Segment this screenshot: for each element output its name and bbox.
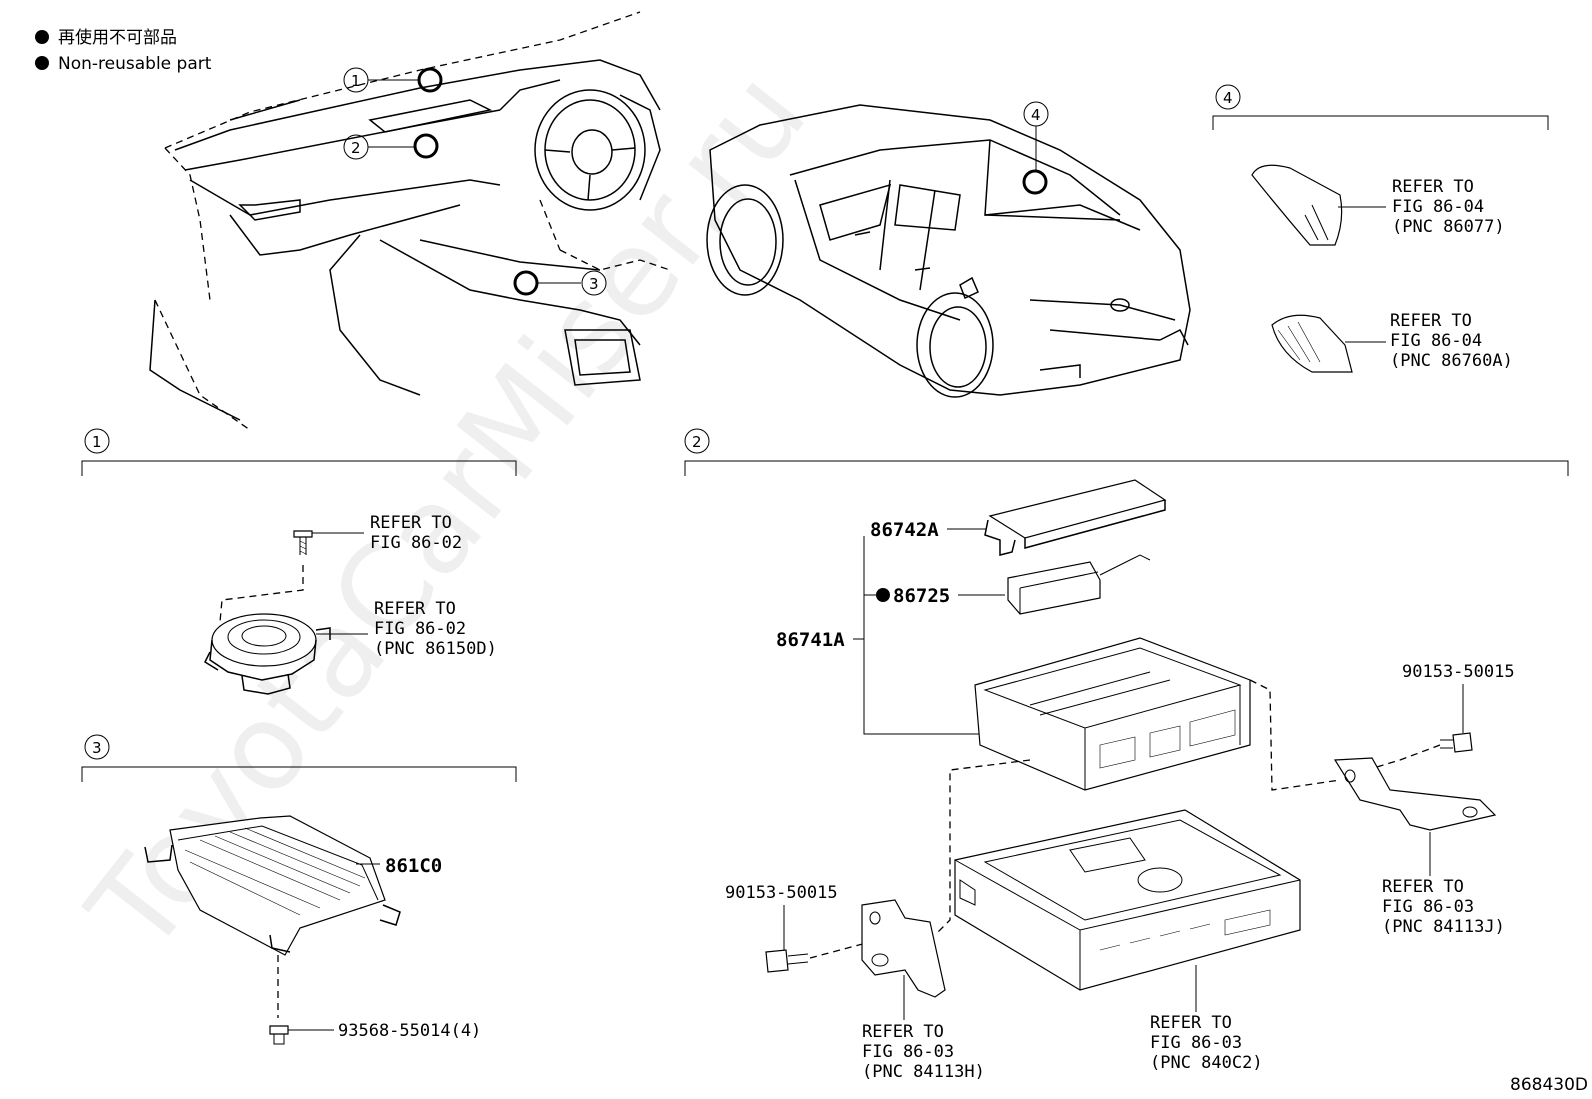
ref-unit-line1: REFER TO [1150,1013,1232,1033]
section-2-number: 2 [692,433,702,451]
section-2: 2 86742A 86725 86741A 90153-50015 [684,428,1569,1082]
section-4-number: 4 [1223,89,1233,107]
bolt-icon [1452,732,1473,753]
section-1-number: 1 [92,433,102,451]
part-number-bolt-left: 90153-50015 [725,883,838,903]
figure-id: 868430D [1510,1075,1588,1095]
section-3-bracket [81,766,517,782]
screw-icon [269,1025,289,1035]
section-4: 4 REFER TO FIG 86-04 (PNC 86077) REFER T… [1212,84,1549,373]
section-3-number: 3 [92,739,102,757]
bracket-left [861,899,946,998]
part-number-86725: 86725 [893,585,950,607]
non-reusable-bullet-icon [35,30,49,44]
location-marker-3 [513,270,539,296]
ref-speaker-line3: (PNC 86150D) [374,639,497,659]
callout-2-label: 2 [351,139,361,157]
section-1: 1 REFER TO FIG 86-02 REFER TO FIG 86-02 … [81,428,517,695]
legend: 再使用不可部品 Non-reusable part [35,27,212,74]
part-number-86742A: 86742A [870,519,939,541]
car-overview-drawing [706,104,1191,398]
section-4-bracket [1212,115,1549,130]
dashboard-overview-drawing [149,11,671,431]
callout-3 [581,270,607,296]
part-number-bolt-right: 90153-50015 [1402,662,1515,682]
frame-tray [974,637,1251,791]
ref-unit-line3: (PNC 840C2) [1150,1053,1263,1073]
dashboard-callouts: 1 2 3 [343,67,607,296]
part-number-861C0: 861C0 [385,855,442,877]
module-861C0 [169,815,386,956]
part-number-93568-55014: 93568-55014(4) [338,1021,481,1041]
speaker [211,613,317,667]
ref-bracket-left-line2: FIG 86-03 [862,1042,954,1062]
screw-icon [293,530,313,538]
legend-en: Non-reusable part [58,54,212,74]
ref-speaker-line2: FIG 86-02 [374,619,466,639]
section-3-callout [84,734,110,760]
location-marker-1 [417,67,443,93]
ref-speaker-line1: REFER TO [374,599,456,619]
ref-antenna-line1: REFER TO [1392,177,1474,197]
callout-1-label: 1 [351,72,361,90]
audio-main-unit [954,809,1301,991]
location-marker-2 [413,133,439,159]
antenna-base [1271,314,1353,373]
section-2-bracket [684,460,1569,476]
callout-4-label: 4 [1031,106,1041,124]
section-1-bracket [81,460,517,476]
ref-bracket-left-line3: (PNC 84113H) [862,1062,985,1082]
ref-bracket-right-line3: (PNC 84113J) [1382,917,1505,937]
cover-86742A [988,479,1167,539]
legend-jp: 再使用不可部品 [58,27,177,48]
ref-screw-line1: REFER TO [370,513,452,533]
bolt-icon [765,949,789,973]
location-marker-4 [1022,169,1048,195]
section-3: 3 861C0 93568-55014(4) [81,734,517,1045]
non-reusable-bullet-icon [876,588,890,602]
ref-antenna-base-line2: FIG 86-04 [1390,331,1482,351]
module-86725 [1007,561,1101,615]
section-2-callout [684,428,710,454]
shark-fin-antenna [1251,164,1343,246]
ref-bracket-right-line2: FIG 86-03 [1382,897,1474,917]
ref-screw-line2: FIG 86-02 [370,533,462,553]
non-reusable-bullet-icon [35,56,49,70]
ref-antenna-line2: FIG 86-04 [1392,197,1484,217]
ref-bracket-left-line1: REFER TO [862,1022,944,1042]
section-4-callout [1215,84,1241,110]
part-number-86741A: 86741A [776,629,845,651]
ref-antenna-line3: (PNC 86077) [1392,217,1505,237]
bracket-right [1333,757,1497,831]
ref-antenna-base-line3: (PNC 86760A) [1390,351,1513,371]
section-1-callout [84,428,110,454]
car-callout: 4 [1022,101,1049,195]
ref-unit-line2: FIG 86-03 [1150,1033,1242,1053]
callout-3-label: 3 [589,275,599,293]
ref-bracket-right-line1: REFER TO [1382,877,1464,897]
ref-antenna-base-line1: REFER TO [1390,311,1472,331]
